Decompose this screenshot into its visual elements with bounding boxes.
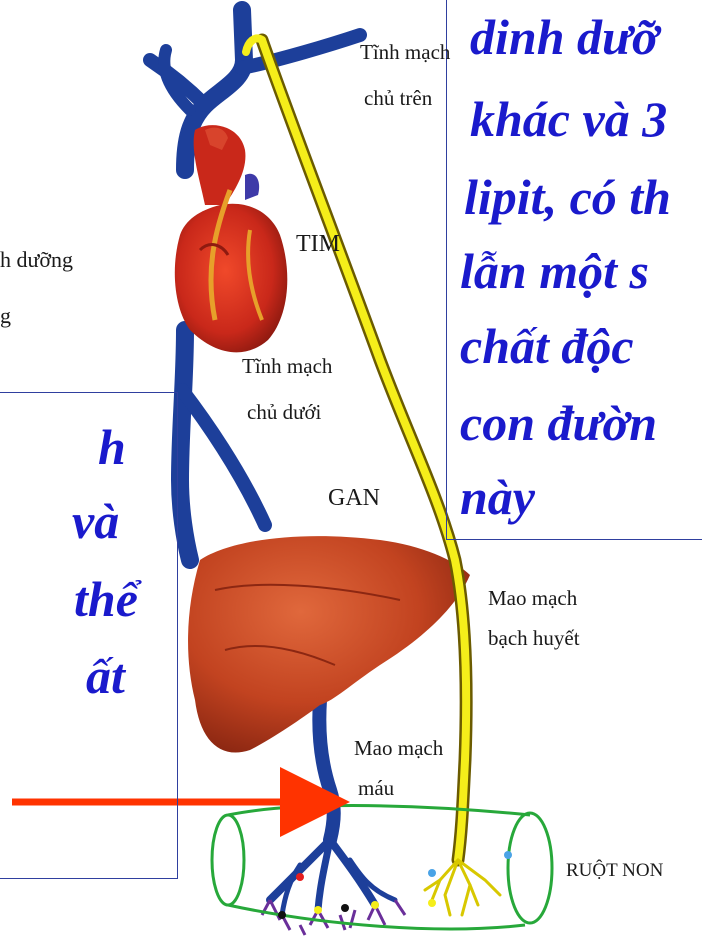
- label-superior-vena-cava-1: Tĩnh mạch: [360, 40, 450, 65]
- liver: [188, 536, 470, 752]
- left-box-line-4: ất: [86, 645, 125, 707]
- label-heart: TIM: [296, 230, 340, 259]
- left-box-line-1: h: [98, 416, 126, 478]
- label-superior-vena-cava-2: chủ trên: [364, 86, 432, 111]
- label-small-intestine: RUỘT NON: [566, 860, 663, 883]
- label-liver: GAN: [328, 484, 380, 513]
- label-inferior-vena-cava-2: chủ dưới: [247, 400, 321, 425]
- right-box-line-6: con đườn: [460, 392, 657, 454]
- right-box-line-2: khác và 3: [470, 88, 667, 150]
- label-blood-capillary-1: Mao mạch: [354, 736, 443, 761]
- label-inferior-vena-cava-1: Tĩnh mạch: [242, 354, 332, 379]
- small-intestine: [212, 806, 552, 929]
- right-box-line-3: lipit, có th: [464, 166, 671, 228]
- right-box-line-5: chất độc: [460, 315, 634, 377]
- label-blood-capillary-2: máu: [358, 776, 394, 801]
- label-lymph-capillary-1: Mao mạch: [488, 586, 577, 611]
- right-box-line-7: này: [460, 466, 535, 528]
- right-box-line-1: dinh dưỡ: [470, 6, 659, 68]
- portal-vein: [319, 700, 333, 840]
- left-text-box: [0, 392, 178, 879]
- label-lymph-capillary-2: bạch huyết: [488, 626, 580, 651]
- right-box-line-4: lẫn một s: [460, 240, 649, 302]
- inferior-vena-cava: [180, 330, 190, 560]
- left-box-line-2: và: [72, 490, 119, 552]
- left-box-line-3: thể: [74, 568, 138, 630]
- left-label-1: h dưỡng: [0, 247, 73, 273]
- left-label-2: g: [0, 303, 11, 329]
